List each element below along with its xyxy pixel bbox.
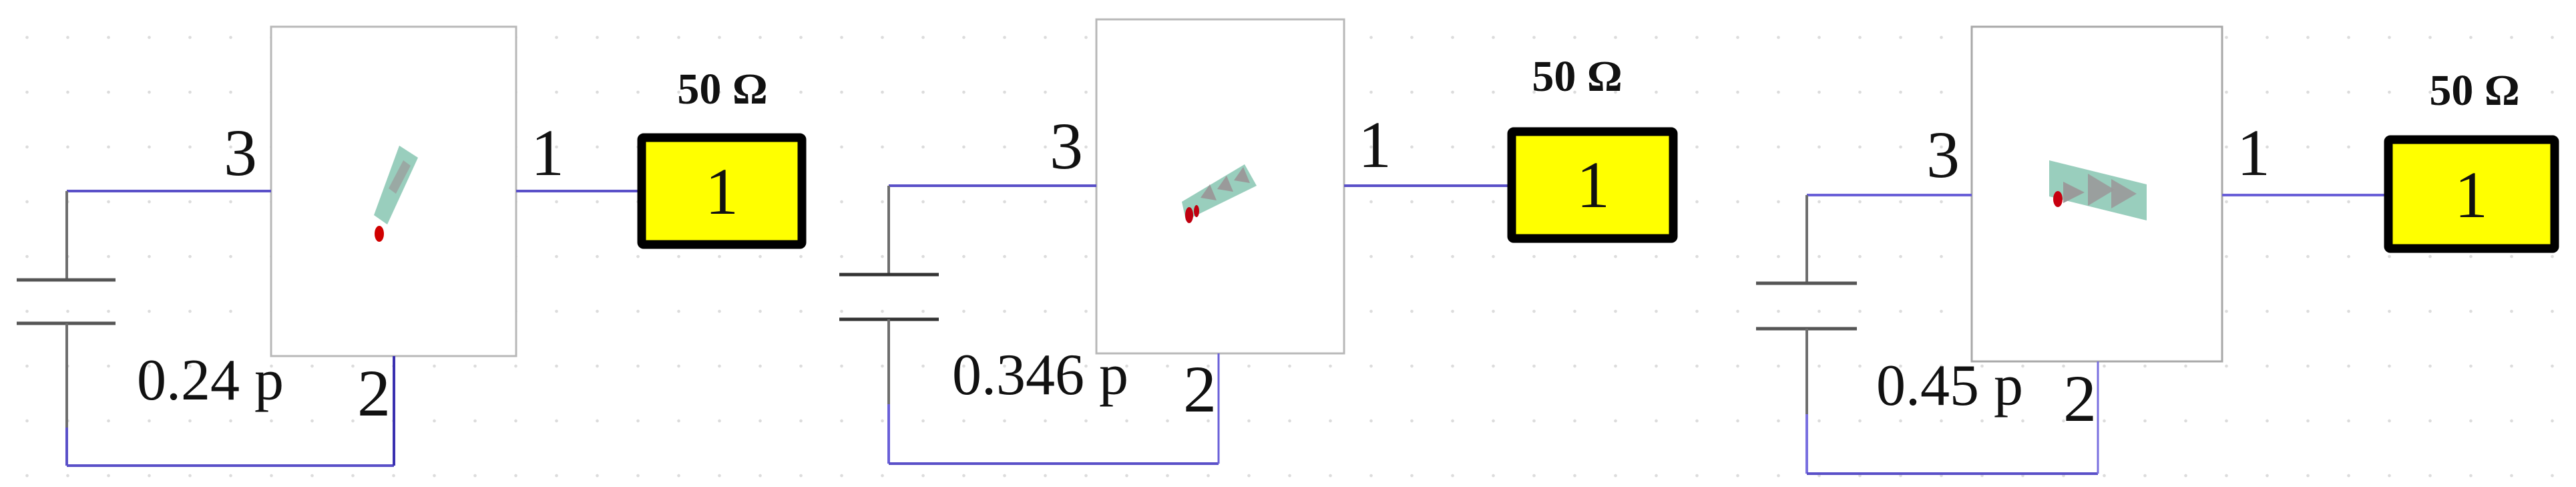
panel-3: 3 1 2 0.45 p 50 Ω 1 [1756,25,2559,475]
port-1-terminal[interactable]: 1 [1507,127,1678,243]
pin-label-3: 3 [224,116,257,190]
port-impedance-label: 50 Ω [2429,66,2519,115]
red-marker-icon [375,226,384,242]
inner-strip-icon [374,146,418,242]
port-1-terminal[interactable]: 1 [637,133,807,249]
panel-2: 3 1 2 0.346 p 50 Ω 1 [839,18,1678,465]
pin-label-1: 1 [1358,108,1391,182]
pin-label-2: 2 [1183,352,1217,426]
capacitor-value: 0.24 p [137,348,284,413]
pin-label-1: 1 [531,116,564,190]
red-marker-icon [2053,191,2063,207]
pin-label-2: 2 [2063,361,2097,436]
port-1-terminal[interactable]: 1 [2384,135,2559,253]
pin-label-3: 3 [1926,118,1960,192]
port-impedance-label: 50 Ω [677,65,767,114]
port-number: 1 [705,154,738,228]
port-number: 1 [2454,158,2488,232]
red-marker-icon [1185,207,1193,223]
inner-strip-arrows-icon [1182,164,1257,223]
pin-label-1: 1 [2237,116,2270,190]
capacitor-value: 0.346 p [952,343,1128,408]
panel-1: 3 1 2 0.24 p 50 Ω 1 [17,25,807,467]
port-impedance-label: 50 Ω [1532,52,1622,101]
pin-label-3: 3 [1050,109,1083,183]
port-number: 1 [1576,148,1610,222]
capacitor-value: 0.45 p [1876,353,2023,418]
pin-label-2: 2 [357,356,391,430]
inner-strip-arrows-icon [2049,160,2147,220]
